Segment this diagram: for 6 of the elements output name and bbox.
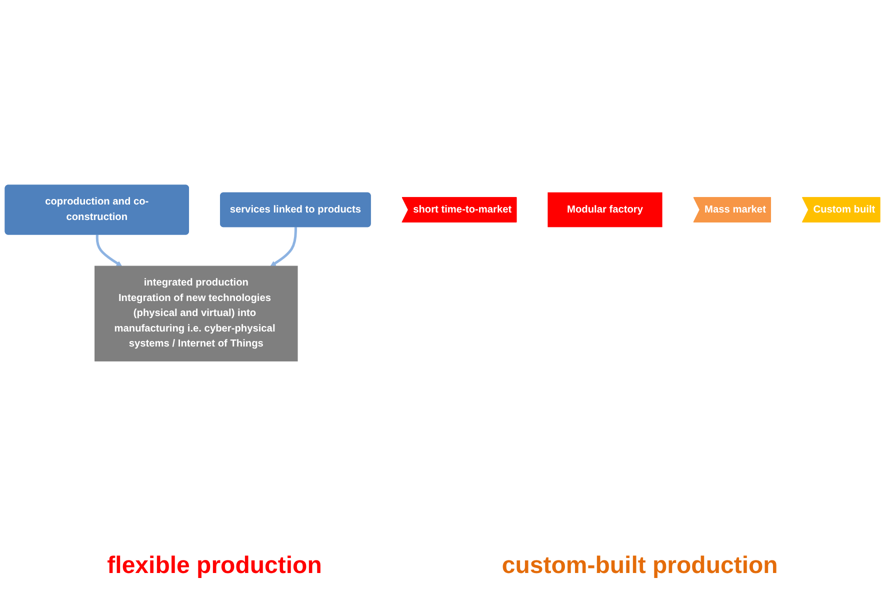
node-box: integrated production Integration of new technologies (physical and virtual) into manufacturing i.e. cyber-physical systems / Internet of Things [94,266,298,362]
heading-label: custom-built production [502,552,778,580]
arrow [96,234,122,266]
arrow [270,227,298,266]
heading-label: flexible production [107,552,322,580]
node-box: Modular factory [548,192,662,228]
